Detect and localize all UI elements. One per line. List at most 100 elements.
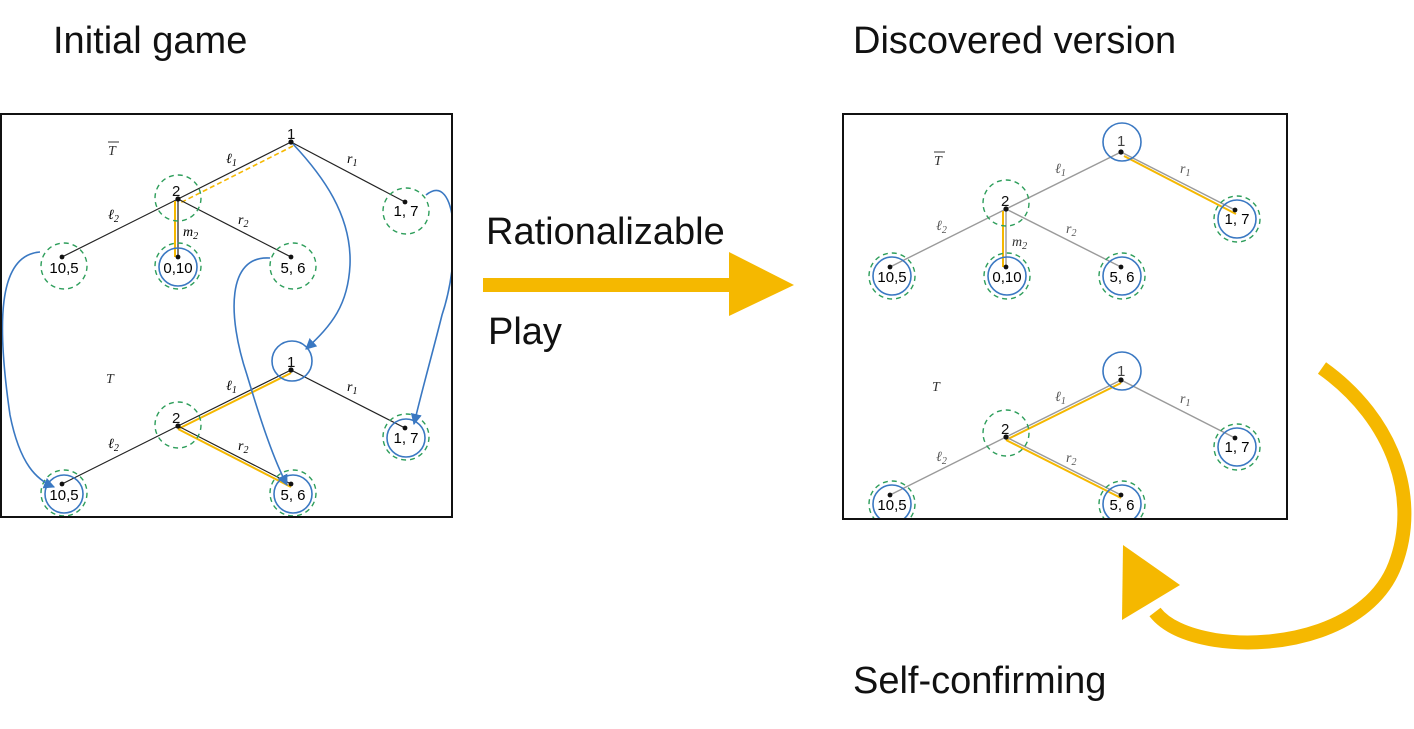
label-l2-upper: ℓ2 xyxy=(936,219,947,236)
label-l1-upper: ℓ1 xyxy=(226,152,237,169)
t-label: T xyxy=(106,372,115,387)
self-confirming-arrow-head xyxy=(1122,545,1180,620)
leaf-ring-0-10-upper xyxy=(154,242,202,290)
payoff-1-7-lower: 1, 7 xyxy=(393,430,418,447)
leaf-ring-5-6-lower xyxy=(1098,480,1146,528)
payoff-0-10-upper: 0,10 xyxy=(992,269,1021,286)
payoff-10-5-lower: 10,5 xyxy=(49,487,78,504)
player2-label-lower: 2 xyxy=(172,410,180,427)
infoset-p2-upper xyxy=(982,179,1030,227)
label-l2-upper: ℓ2 xyxy=(108,208,119,225)
edge-l1-upper xyxy=(177,141,292,200)
arrow-root xyxy=(292,143,351,350)
player2-label-lower: 2 xyxy=(1001,421,1009,438)
play-label: Play xyxy=(488,311,562,353)
payoff-5-6-upper: 5, 6 xyxy=(280,260,305,277)
leaf-ring-10-5-lower xyxy=(868,480,916,528)
infoset-p2-upper xyxy=(154,174,202,222)
rationalizable-arrow xyxy=(483,252,794,316)
label-l1-lower: ℓ1 xyxy=(1055,390,1066,407)
self-confirming-label: Self-confirming xyxy=(853,660,1107,702)
leaf-dot xyxy=(1118,264,1124,270)
edge-r2-upper xyxy=(1005,208,1122,268)
edge-r1-upper xyxy=(290,141,406,203)
label-r1-upper: r1 xyxy=(1180,162,1190,179)
rationalizable-arrow-shaft xyxy=(483,278,733,292)
edge-l1-highlight xyxy=(177,372,292,430)
payoff-5-6-upper: 5, 6 xyxy=(1109,269,1134,286)
rationalizable-label: Rationalizable xyxy=(486,211,725,253)
self-confirming-arrow xyxy=(1122,362,1412,650)
player1-label-upper: 1 xyxy=(1117,133,1125,150)
leaf-dot xyxy=(59,481,65,487)
label-r2-lower: r2 xyxy=(238,439,248,456)
leaf-ring-0-10-upper xyxy=(983,252,1031,300)
infoset-p1-upper-blue xyxy=(1102,122,1142,162)
node-p1-lower xyxy=(1118,377,1124,383)
infoset-p2-lower xyxy=(154,401,202,449)
edge-r2-lower xyxy=(177,425,292,485)
leaf-dot xyxy=(59,254,65,260)
infoset-p2-lower xyxy=(982,409,1030,457)
leaf-dot xyxy=(288,254,294,260)
lower-tree-discovered: T 1 2 ℓ1 r1 ℓ2 r2 10,5 5, 6 1, 7 xyxy=(868,351,1261,528)
leaf-dot xyxy=(1232,435,1238,441)
t-bar-label: T xyxy=(934,154,943,169)
player2-label-upper: 2 xyxy=(172,183,180,200)
upper-tree-discovered: T 1 2 ℓ1 r1 ℓ2 m2 r2 10,5 0,10 5, 6 xyxy=(868,122,1261,300)
label-r2-lower: r2 xyxy=(1066,451,1076,468)
leaf-ring-1-7-upper xyxy=(382,187,430,235)
leaf-ring-10-5-lower-blue xyxy=(44,474,84,514)
leaf-ring-5-6-upper xyxy=(269,242,317,290)
edge-l1-highlight xyxy=(1005,382,1122,441)
leaf-ring-5-6-lower-blue xyxy=(273,474,313,514)
leaf-ring-1-7-lower xyxy=(1213,423,1261,471)
payoff-5-6-lower: 5, 6 xyxy=(1109,497,1134,514)
leaf-ring-5-6-upper-blue xyxy=(1102,256,1142,296)
leaf-dot xyxy=(402,425,408,431)
label-r1-upper: r1 xyxy=(347,152,357,169)
edge-l1-upper xyxy=(1005,151,1122,210)
payoff-10-5-upper: 10,5 xyxy=(49,260,78,277)
edge-r2-highlight xyxy=(177,428,292,488)
node-p2-upper xyxy=(1003,206,1009,212)
edge-r1-upper xyxy=(1120,151,1236,211)
leaf-ring-10-5-upper xyxy=(40,242,88,290)
leaf-ring-5-6-upper xyxy=(1098,252,1146,300)
edge-l2-upper xyxy=(61,198,179,258)
edge-r2-highlight xyxy=(1005,439,1122,499)
leaf-dot xyxy=(887,492,893,498)
leaf-ring-0-10-blue xyxy=(158,247,198,287)
arrow-1-7 xyxy=(410,189,455,426)
leaf-dot xyxy=(887,264,893,270)
player1-label-lower: 1 xyxy=(287,354,295,371)
leaf-dot xyxy=(1232,207,1238,213)
payoff-1-7-upper: 1, 7 xyxy=(1224,211,1249,228)
leaf-ring-1-7-upper xyxy=(1213,195,1261,243)
leaf-dot xyxy=(402,199,408,205)
edge-r2-upper xyxy=(177,198,292,258)
rationalizable-arrow-head xyxy=(729,252,794,316)
initial-game-tree: T 1 2 ℓ1 r1 ℓ2 m2 r2 10,5 0,10 5, 6 1, 7 xyxy=(1,126,455,517)
node-p1-upper xyxy=(288,139,294,145)
label-m2-upper: m2 xyxy=(183,225,198,242)
node-p2-lower xyxy=(175,423,181,429)
lower-tree: T 1 2 ℓ1 r1 ℓ2 r2 10,5 5, 6 1, 7 xyxy=(40,340,430,517)
edge-l2-lower xyxy=(61,425,179,485)
upper-tree: T 1 2 ℓ1 r1 ℓ2 m2 r2 10,5 0,10 5, 6 1, 7 xyxy=(40,126,430,290)
label-l2-lower: ℓ2 xyxy=(936,450,947,467)
leaf-dot xyxy=(288,481,294,487)
edge-r1-highlight xyxy=(1123,155,1237,215)
leaf-dot xyxy=(1003,264,1009,270)
payoff-5-6-lower: 5, 6 xyxy=(280,487,305,504)
leaf-ring-10-5-upper xyxy=(868,252,916,300)
leaf-ring-1-7-lower xyxy=(382,413,430,461)
leaf-ring-0-10-upper-blue xyxy=(987,256,1027,296)
edge-l1-lower xyxy=(177,369,292,427)
label-r1-lower: r1 xyxy=(1180,392,1190,409)
leaf-ring-1-7-upper-blue xyxy=(1217,199,1257,239)
edge-r1-lower xyxy=(1120,379,1236,439)
node-p1-upper xyxy=(1118,149,1124,155)
payoff-10-5-upper: 10,5 xyxy=(877,269,906,286)
